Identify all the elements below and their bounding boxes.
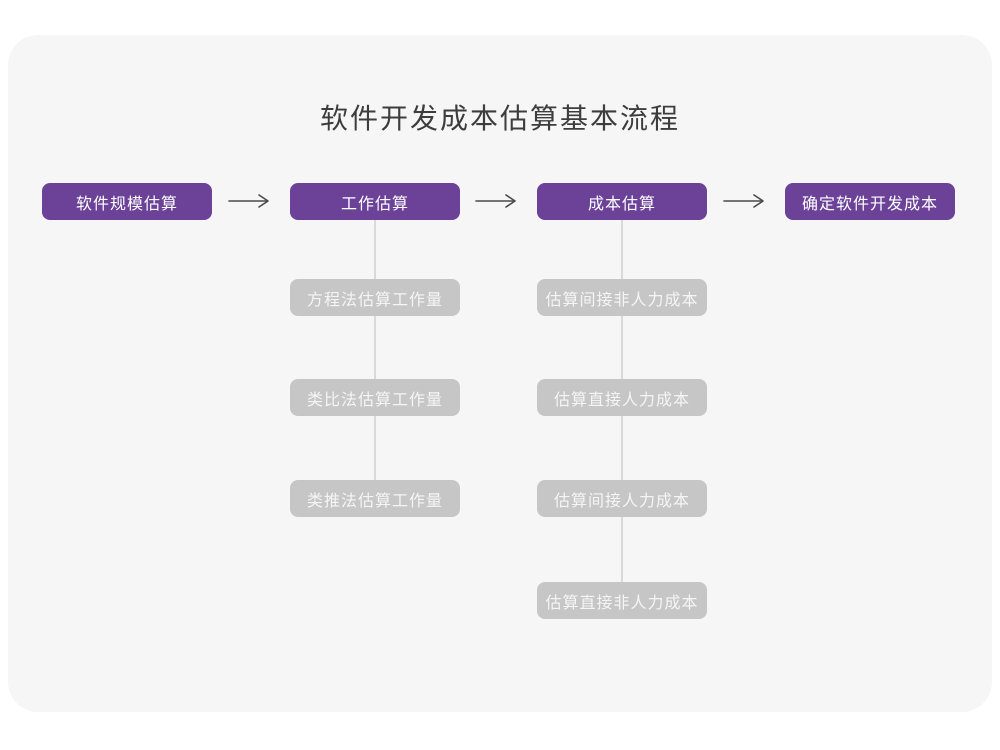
right-arrow-icon [723, 194, 764, 208]
flow-step-cost-estimation: 成本估算 [537, 183, 707, 220]
cost-component-direct-labor: 估算直接人力成本 [537, 379, 707, 416]
work-method-equation: 方程法估算工作量 [290, 279, 460, 316]
connector-line-work-estimation [374, 220, 376, 480]
flow-step-work-estimation: 工作估算 [290, 183, 460, 220]
cost-component-indirect-nonlabor: 估算间接非人力成本 [537, 279, 707, 316]
work-method-extrapolation: 类推法估算工作量 [290, 480, 460, 517]
right-arrow-icon [228, 194, 269, 208]
diagram-card-background [8, 35, 992, 712]
cost-component-indirect-labor: 估算间接人力成本 [537, 480, 707, 517]
work-method-analogy: 类比法估算工作量 [290, 379, 460, 416]
flow-step-software-scale-estimation: 软件规模估算 [42, 183, 212, 220]
cost-component-direct-nonlabor: 估算直接非人力成本 [537, 582, 707, 619]
diagram-title: 软件开发成本估算基本流程 [319, 103, 680, 134]
right-arrow-icon [475, 194, 516, 208]
flow-step-determine-development-cost: 确定软件开发成本 [785, 183, 955, 220]
